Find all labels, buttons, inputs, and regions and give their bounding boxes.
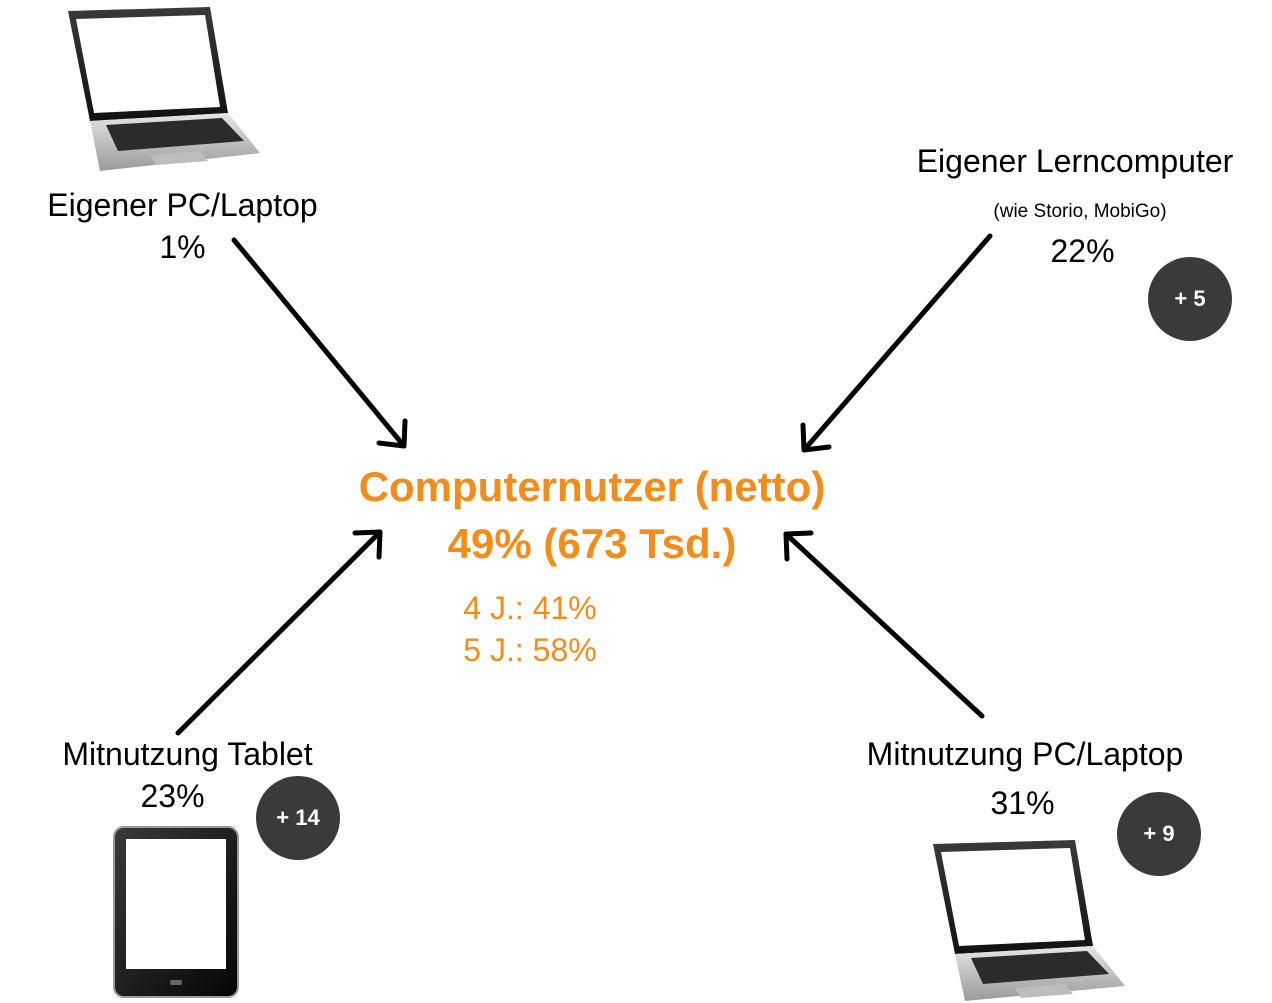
top-right-sublabel: (wie Storio, MobiGo) [993,201,1167,222]
top-right-badge: + 5 [1148,257,1232,341]
bottom-left-label: Mitnutzung Tablet [62,736,313,772]
center-age5: 5 J.: 58% [463,632,597,668]
top-left-label: Eigener PC/Laptop [47,187,318,223]
laptop-icon [68,7,260,171]
center-age4: 4 J.: 41% [463,590,597,626]
arrow-bottom-right [783,530,985,719]
tablet-icon [113,826,239,998]
bottom-left-badge: + 14 [256,776,340,860]
center-title: Computernutzer (netto) [358,463,826,510]
center-value: 49% (673 Tsd.) [447,520,737,567]
laptop-icon [933,840,1125,1001]
arrow-top-right [800,233,993,453]
arrow-bottom-left [175,529,383,736]
top-left-value: 1% [159,229,206,265]
bottom-right-label: Mitnutzung PC/Laptop [866,736,1184,772]
bottom-left-value: 23% [140,778,205,814]
top-right-value: 22% [1050,233,1115,269]
bottom-right-badge: + 9 [1117,792,1201,876]
bottom-right-value: 31% [990,785,1055,821]
arrow-top-left [231,237,408,449]
top-right-label: Eigener Lerncomputer [916,143,1234,179]
